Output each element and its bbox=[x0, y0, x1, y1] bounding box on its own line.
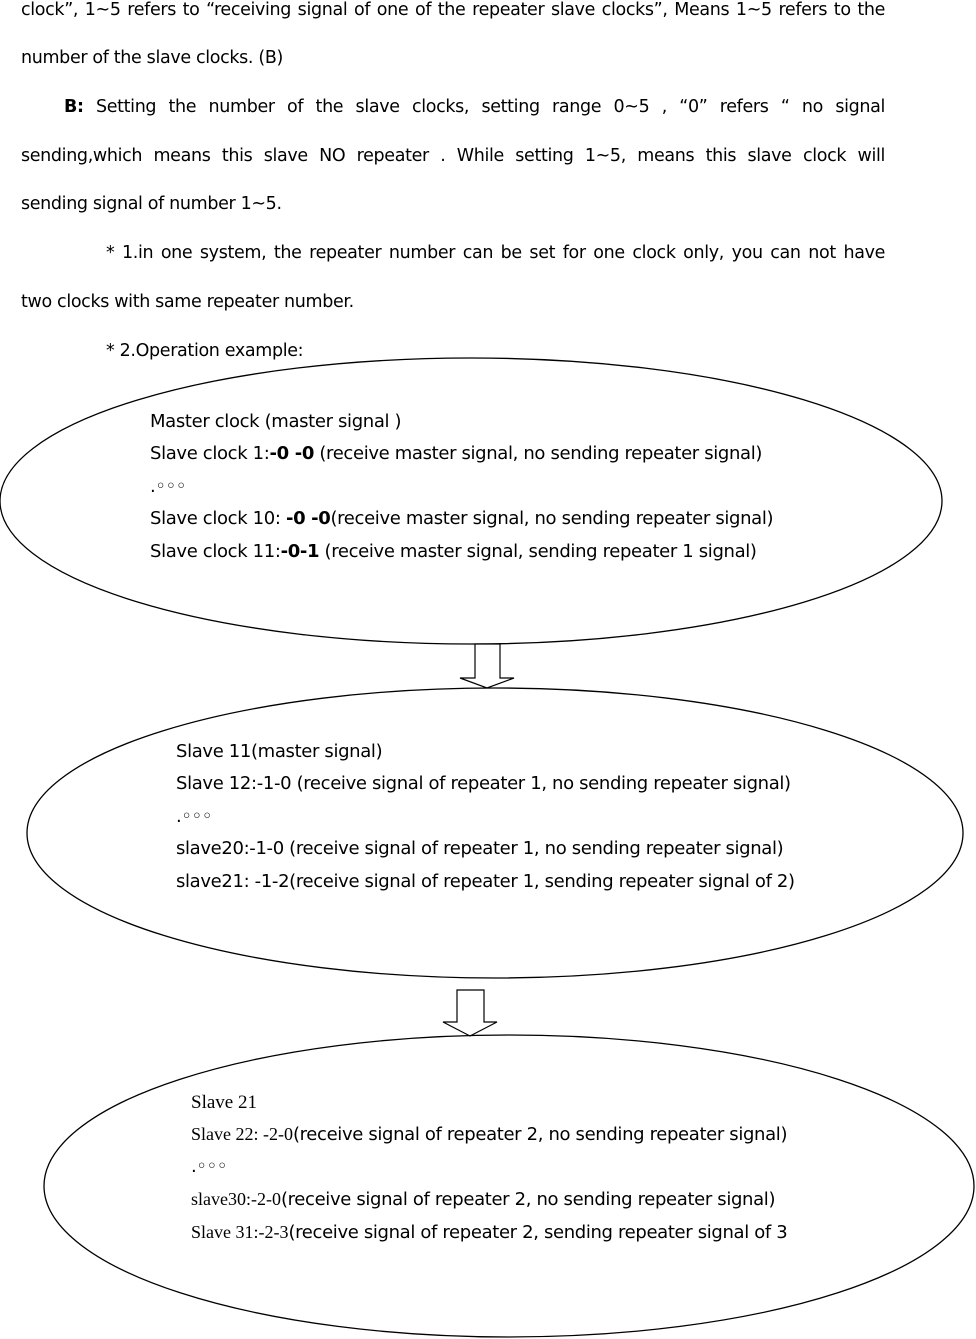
e3-line-5: Slave 31:-2-3(receive signal of repeater… bbox=[191, 1220, 788, 1245]
e3-l4-label: slave30:-2-0 bbox=[191, 1189, 281, 1209]
e2-line-2: Slave 12:-1-0 (receive signal of repeate… bbox=[176, 773, 791, 794]
e1-line-1: Master clock (master signal ) bbox=[150, 411, 402, 432]
e3-line-4: slave30:-2-0(receive signal of repeater … bbox=[191, 1187, 775, 1212]
e1-line-3: .◦◦◦ bbox=[150, 476, 187, 497]
e3-line-2: Slave 22: -2-0(receive signal of repeate… bbox=[191, 1122, 787, 1147]
e1-l2-code: -0 -0 bbox=[269, 443, 314, 464]
down-arrow-2 bbox=[442, 989, 498, 1037]
e1-l5-label: Slave clock 11: bbox=[150, 541, 281, 562]
e1-l4-code: -0 -0 bbox=[285, 508, 331, 529]
e1-l4-label: Slave clock 10: bbox=[150, 508, 286, 529]
ellipse-master-group bbox=[0, 357, 943, 645]
e3-l2-desc: (receive signal of repeater 2, no sendin… bbox=[292, 1124, 788, 1145]
paragraph-line-1: clock”, 1~5 refers to “receiving signal … bbox=[21, 0, 885, 20]
e2-line-3: .◦◦◦ bbox=[176, 806, 213, 827]
e3-line-1: Slave 21 bbox=[191, 1092, 257, 1113]
e3-l5-label: Slave 31:-2-3 bbox=[191, 1222, 289, 1242]
note-1-line-1: * 1.in one system, the repeater number c… bbox=[106, 243, 885, 263]
ellipse-repeater-1-group bbox=[26, 687, 964, 979]
e1-line-4: Slave clock 10: -0 -0(receive master sig… bbox=[150, 507, 773, 531]
e1-l4-desc: (receive master signal, no sending repea… bbox=[330, 508, 774, 529]
e1-line-5: Slave clock 11:-0-1 (receive master sign… bbox=[150, 540, 757, 564]
paragraph-b-line-2: sending,which means this slave NO repeat… bbox=[21, 146, 885, 166]
e3-l2-label: Slave 22: -2-0 bbox=[191, 1124, 293, 1144]
e3-line-3: .◦◦◦ bbox=[191, 1156, 228, 1177]
e3-l4-desc: (receive signal of repeater 2, no sendin… bbox=[280, 1189, 776, 1210]
b-text: Setting the number of the slave clocks, … bbox=[95, 97, 885, 117]
note-2: * 2.Operation example: bbox=[106, 341, 304, 361]
paragraph-line-2: number of the slave clocks. (B) bbox=[21, 48, 283, 68]
paragraph-b-line-1: B: Setting the number of the slave clock… bbox=[64, 95, 885, 119]
e1-l5-code: -0-1 bbox=[280, 541, 320, 562]
note-1-line-2: two clocks with same repeater number. bbox=[21, 292, 354, 312]
paragraph-b-line-3: sending signal of number 1~5. bbox=[21, 194, 282, 214]
e1-l2-label: Slave clock 1: bbox=[150, 443, 270, 464]
e3-l5-desc: (receive signal of repeater 2, sending r… bbox=[288, 1222, 788, 1243]
e2-line-5: slave21: -1-2(receive signal of repeater… bbox=[176, 871, 795, 892]
e1-l2-desc: (receive master signal, no sending repea… bbox=[314, 443, 763, 464]
down-arrow-1 bbox=[459, 643, 515, 689]
e2-line-4: slave20:-1-0 (receive signal of repeater… bbox=[176, 838, 784, 859]
e1-line-2: Slave clock 1:-0 -0 (receive master sign… bbox=[150, 442, 762, 466]
e2-line-1: Slave 11(master signal) bbox=[176, 741, 383, 762]
b-label: B: bbox=[64, 97, 84, 117]
e1-l5-desc: (receive master signal, sending repeater… bbox=[319, 541, 757, 562]
ellipse-repeater-2-group bbox=[43, 1034, 975, 1338]
